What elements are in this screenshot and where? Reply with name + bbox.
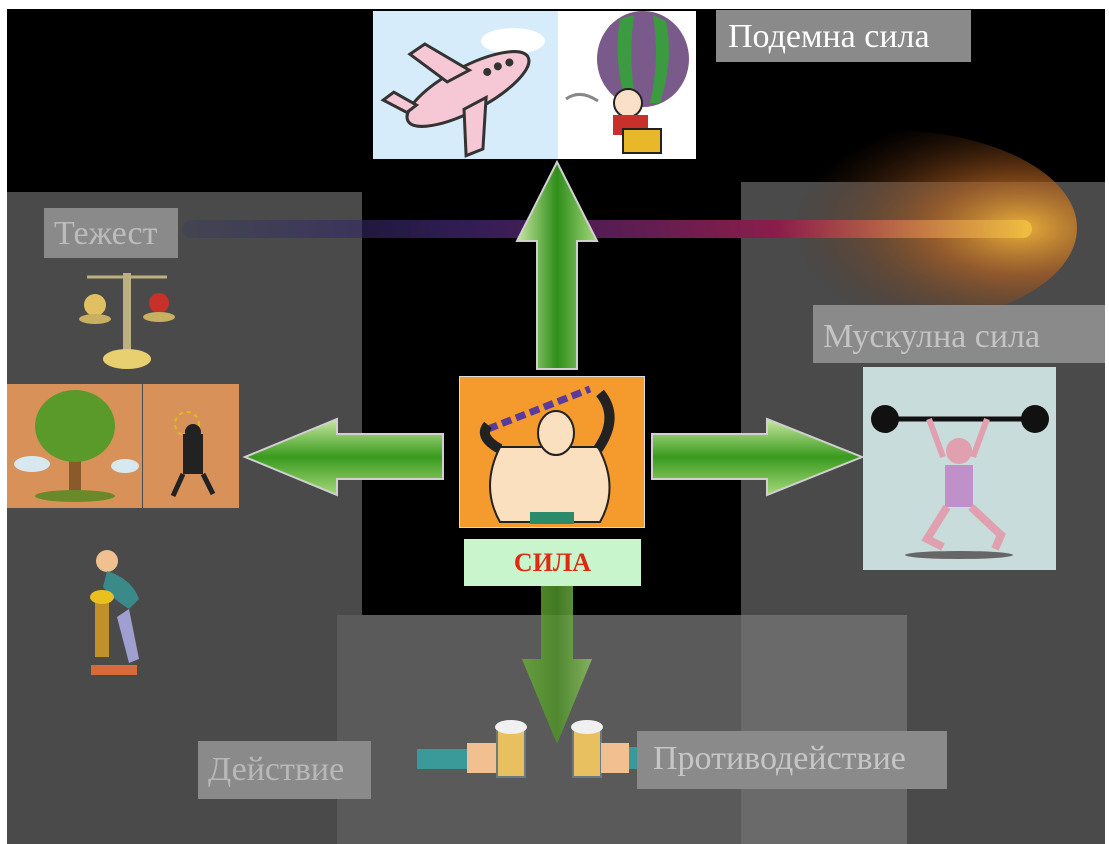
man-on-scale-icon (77, 539, 192, 684)
bottom-panel-light (741, 615, 907, 844)
weightlifter-icon (863, 367, 1056, 570)
lift-label-box (716, 10, 971, 62)
diagram-canvas: Подемна сила Тежест (7, 9, 1105, 844)
beer-toast-right-icon (567, 717, 647, 779)
balance-scale-icon (77, 265, 177, 373)
falling-man-icon (143, 384, 239, 508)
action-label: Действие (208, 751, 345, 788)
arrow-down (522, 579, 592, 744)
center-label: СИЛА (464, 539, 641, 586)
arrow-right (651, 417, 865, 497)
reaction-label-box (637, 731, 947, 789)
weight-label: Тежест (54, 215, 158, 252)
apple-tree-icon (7, 384, 142, 508)
lift-label: Подемна сила (728, 18, 930, 55)
hot-air-balloon-icon (558, 11, 696, 159)
weight-label-box (44, 208, 178, 258)
muscle-label: Мускулна сила (823, 318, 1041, 355)
comet-streak (182, 130, 1077, 326)
airplane-icon (373, 11, 558, 159)
muscle-label-box (813, 305, 1105, 363)
strongman-expander-icon (459, 376, 645, 528)
reaction-label: Противодействие (653, 740, 906, 777)
arrow-up (515, 159, 599, 370)
left-panel (7, 192, 362, 844)
force-arrows (242, 159, 865, 744)
beer-toast-left-icon (415, 717, 530, 779)
arrow-left (242, 417, 444, 497)
action-label-box (198, 741, 371, 799)
